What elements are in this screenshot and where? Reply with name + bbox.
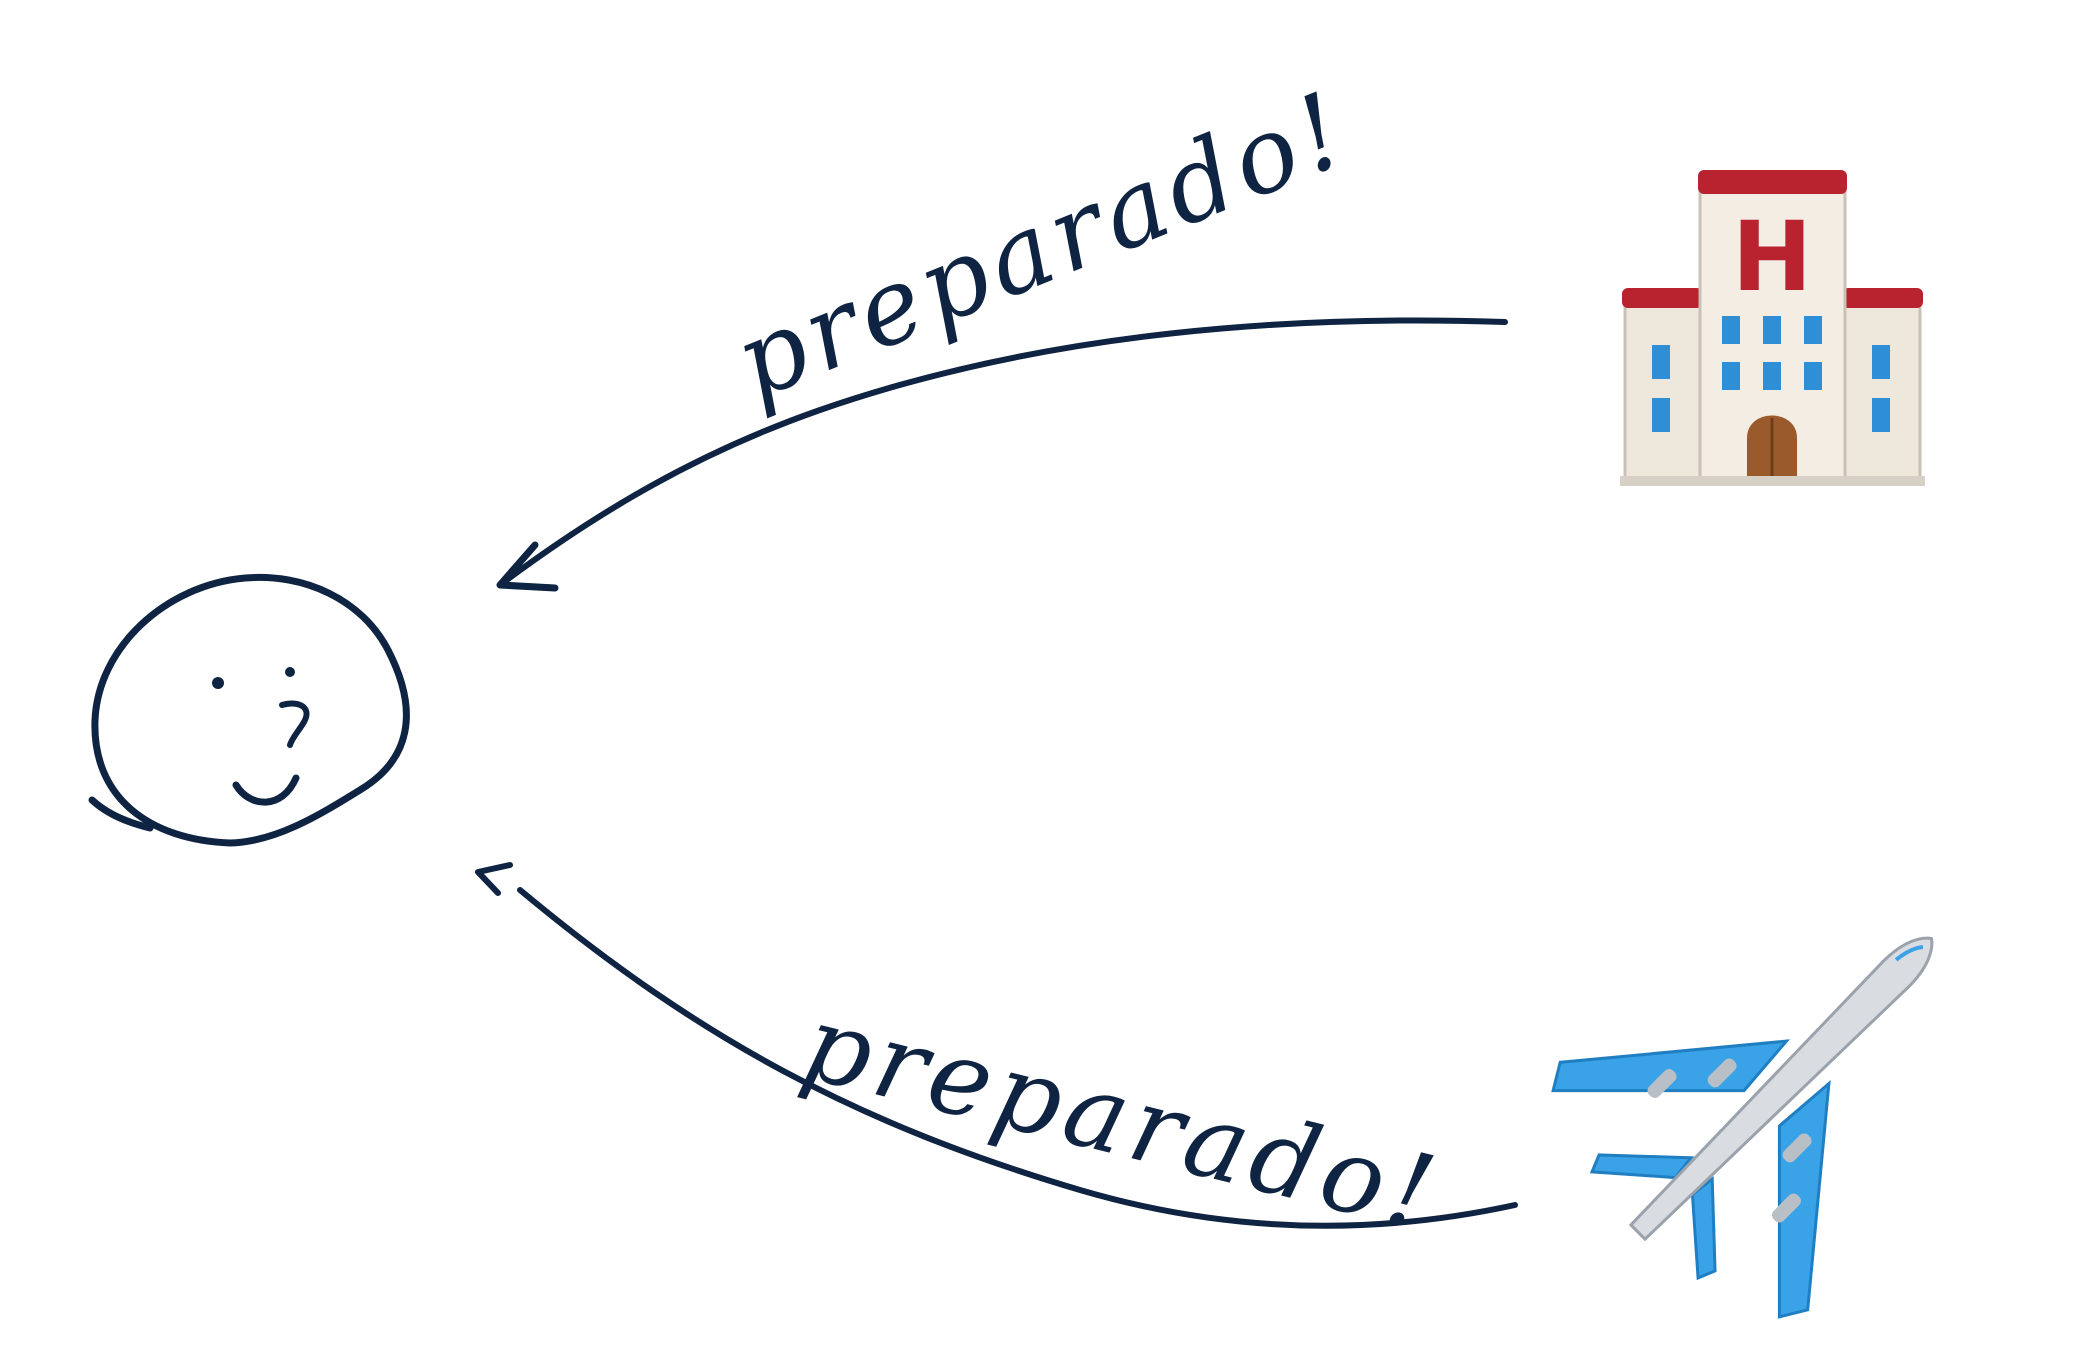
arrow-hotel-to-person: preparado!	[496, 67, 1508, 592]
face-smile	[232, 774, 300, 806]
arrow-airplane-line	[517, 887, 1518, 1229]
hotel-icon: H	[1620, 170, 1925, 486]
arrow-airplane-to-person: preparado!	[475, 862, 1518, 1256]
right-eye	[285, 667, 295, 677]
face-outline	[91, 573, 410, 847]
face-nose	[279, 700, 310, 748]
arrow-hotel-head	[496, 541, 559, 592]
face-chin-stroke	[88, 796, 154, 832]
smiley-face	[88, 573, 410, 847]
airplane-icon	[1551, 936, 1934, 1319]
label-hotel-edge: preparado!	[719, 67, 1367, 423]
arrow-airplane-head	[475, 862, 513, 896]
left-eye	[212, 677, 224, 689]
svg-text:H: H	[1732, 201, 1812, 313]
label-airplane-edge: preparado!	[792, 981, 1451, 1256]
arrow-hotel-line	[497, 317, 1508, 588]
